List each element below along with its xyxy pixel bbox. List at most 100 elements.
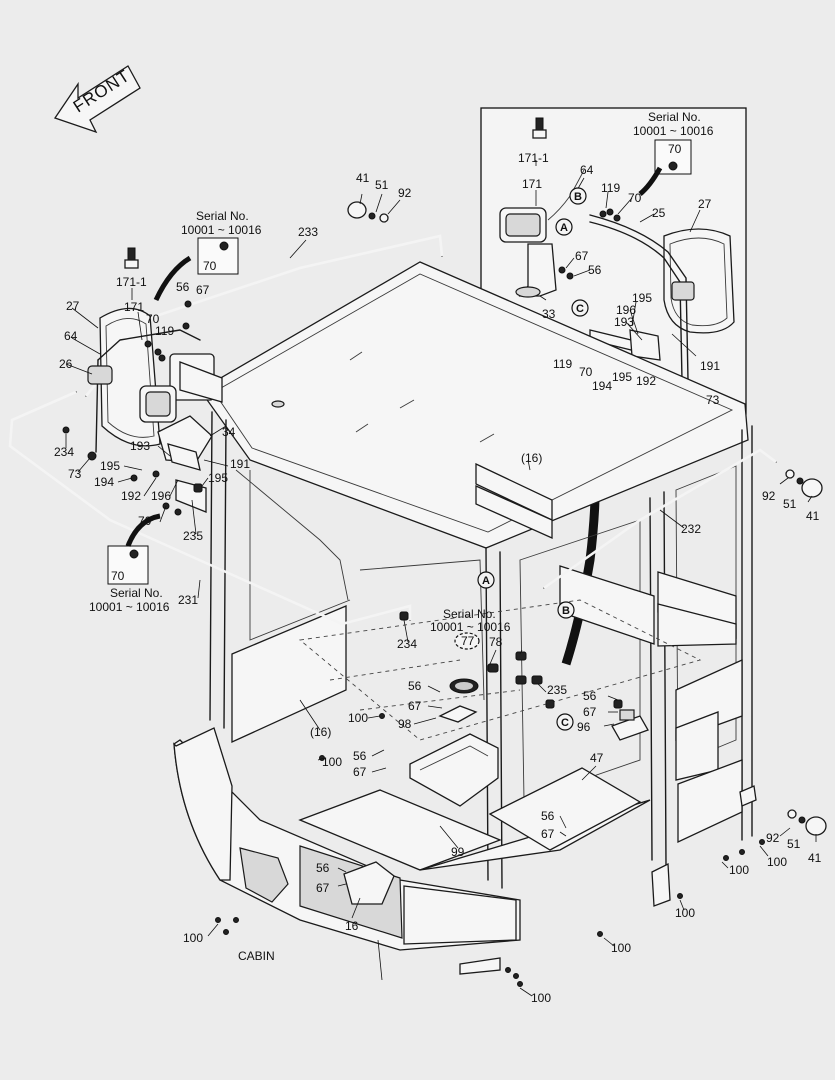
callout-labels: 171-1 171 64 119 70 27 25 67 56 33 195 1… [54, 151, 822, 1005]
cabin-body [173, 261, 757, 975]
callout-232: 232 [681, 522, 701, 536]
callout-51-right: 51 [783, 497, 797, 511]
callout-98-a: 100 [348, 711, 368, 725]
handrail-232 [543, 448, 777, 590]
callout-231: 231 [178, 593, 198, 607]
callout-119-inset-b: 119 [553, 357, 572, 371]
serial-note-left-top: Serial No. 10001 ~ 10016 70 [181, 209, 262, 275]
callout-56-right: 56 [583, 689, 597, 703]
callout-67-right: 67 [583, 705, 597, 719]
callout-70-left: 70 [146, 312, 160, 326]
callout-67-bottom: 67 [316, 881, 330, 895]
callout-98-g: 100 [729, 863, 749, 877]
callout-72: 98 [398, 717, 412, 731]
callout-194-inset: 194 [592, 379, 612, 393]
callout-99: 16 [345, 919, 359, 933]
svg-text:Serial No.: Serial No. [443, 607, 496, 621]
callout-51-low: 51 [787, 837, 801, 851]
callout-56-inset: 56 [588, 263, 602, 277]
callout-191: 191 [230, 457, 250, 471]
callout-234-left: 234 [54, 445, 74, 459]
callout-98-b: 100 [322, 755, 342, 769]
bottom-bolts [215, 713, 765, 987]
callout-235-center: 235 [547, 683, 567, 697]
callout-41-top: 41 [356, 171, 370, 185]
callout-78: 78 [489, 635, 503, 649]
callout-98-c: 100 [183, 931, 203, 945]
callout-33-inset: 33 [542, 307, 556, 321]
callout-193-inset: 193 [614, 315, 634, 329]
callout-26: 26 [59, 357, 73, 371]
callout-92-right: 92 [762, 489, 776, 503]
callout-34: 34 [222, 425, 236, 439]
ref-a: A [482, 575, 490, 587]
serial-note-center: Serial No. 10001 ~ 10016 [430, 607, 511, 634]
svg-text:10001 ~ 10016: 10001 ~ 10016 [181, 223, 262, 237]
callout-67-center: 67 [408, 699, 422, 713]
callout-64-left: 64 [64, 329, 78, 343]
rail-caps [87, 201, 827, 836]
callout-196-inset: 196 [616, 303, 636, 317]
callout-96: 47 [590, 751, 604, 765]
callout-191-inset: 191 [700, 359, 720, 373]
callout-27-inset: 27 [698, 197, 712, 211]
callout-51-top: 51 [375, 178, 389, 192]
ref-a-inset: A [560, 222, 568, 234]
callout-195-b: 195 [208, 471, 228, 485]
callout-98-h: 100 [767, 855, 787, 869]
bulb-171-1-left-icon [124, 247, 139, 269]
callout-171-1-inset: 171-1 [518, 151, 549, 165]
callout-70-b: 70 [138, 514, 152, 528]
callout-27-left: 27 [66, 299, 80, 313]
ref-b-inset: B [574, 191, 582, 203]
callout-195-a: 195 [100, 459, 120, 473]
callout-119-left: 119 [155, 324, 174, 338]
callout-70-inset-b: 70 [579, 365, 593, 379]
callout-171-inset: 171 [522, 177, 542, 191]
svg-text:10001 ~ 10016: 10001 ~ 10016 [430, 620, 511, 634]
front-direction-arrow: FRONT [53, 65, 141, 134]
callout-196: 196 [151, 489, 171, 503]
svg-text:Serial No.: Serial No. [110, 586, 163, 600]
callout-192: 192 [121, 489, 141, 503]
callout-41-low: 41 [808, 851, 822, 865]
callout-41-right: 41 [806, 509, 820, 523]
ref-b: B [562, 605, 570, 617]
callout-195-inset-b: 195 [612, 370, 632, 384]
callout-171: 171 [124, 300, 144, 314]
ref-c-inset: C [576, 303, 584, 315]
callout-73-left: 73 [68, 467, 82, 481]
callout-16-mid: (16) [310, 725, 331, 739]
svg-text:10001 ~ 10016: 10001 ~ 10016 [633, 124, 714, 138]
inset-serial-note-top: Serial No. 10001 ~ 10016 70 [633, 110, 714, 196]
callout-195-inset-a: 195 [632, 291, 652, 305]
callout-98-f: 100 [675, 906, 695, 920]
svg-text:70: 70 [668, 142, 682, 156]
diagram-title: CABIN [238, 949, 275, 963]
callout-16-top: (16) [521, 451, 542, 465]
callout-67-mid: 67 [353, 765, 367, 779]
svg-text:Serial No.: Serial No. [648, 110, 701, 124]
callout-194: 194 [94, 475, 114, 489]
callout-119-inset: 119 [601, 181, 620, 195]
callout-92-low: 92 [766, 831, 780, 845]
callout-70-inset: 70 [628, 191, 642, 205]
handrail-231 [8, 390, 412, 626]
callout-233: 233 [298, 225, 318, 239]
callout-100: 96 [577, 720, 591, 734]
callout-235-left: 235 [183, 529, 203, 543]
callout-193: 193 [130, 439, 150, 453]
callout-234-center: 234 [397, 637, 417, 651]
ref-c: C [561, 717, 569, 729]
bulb-171-1-icon [532, 117, 547, 139]
callout-192-inset: 192 [636, 374, 656, 388]
callout-56-center: 56 [408, 679, 422, 693]
callout-171-1: 171-1 [116, 275, 147, 289]
callout-56-left: 56 [176, 280, 190, 294]
callout-98-e: 100 [611, 941, 631, 955]
svg-text:Serial No.: Serial No. [196, 209, 249, 223]
callout-92-top: 92 [398, 186, 412, 200]
callout-64-inset: 64 [580, 163, 594, 177]
callout-56-low: 56 [541, 809, 555, 823]
